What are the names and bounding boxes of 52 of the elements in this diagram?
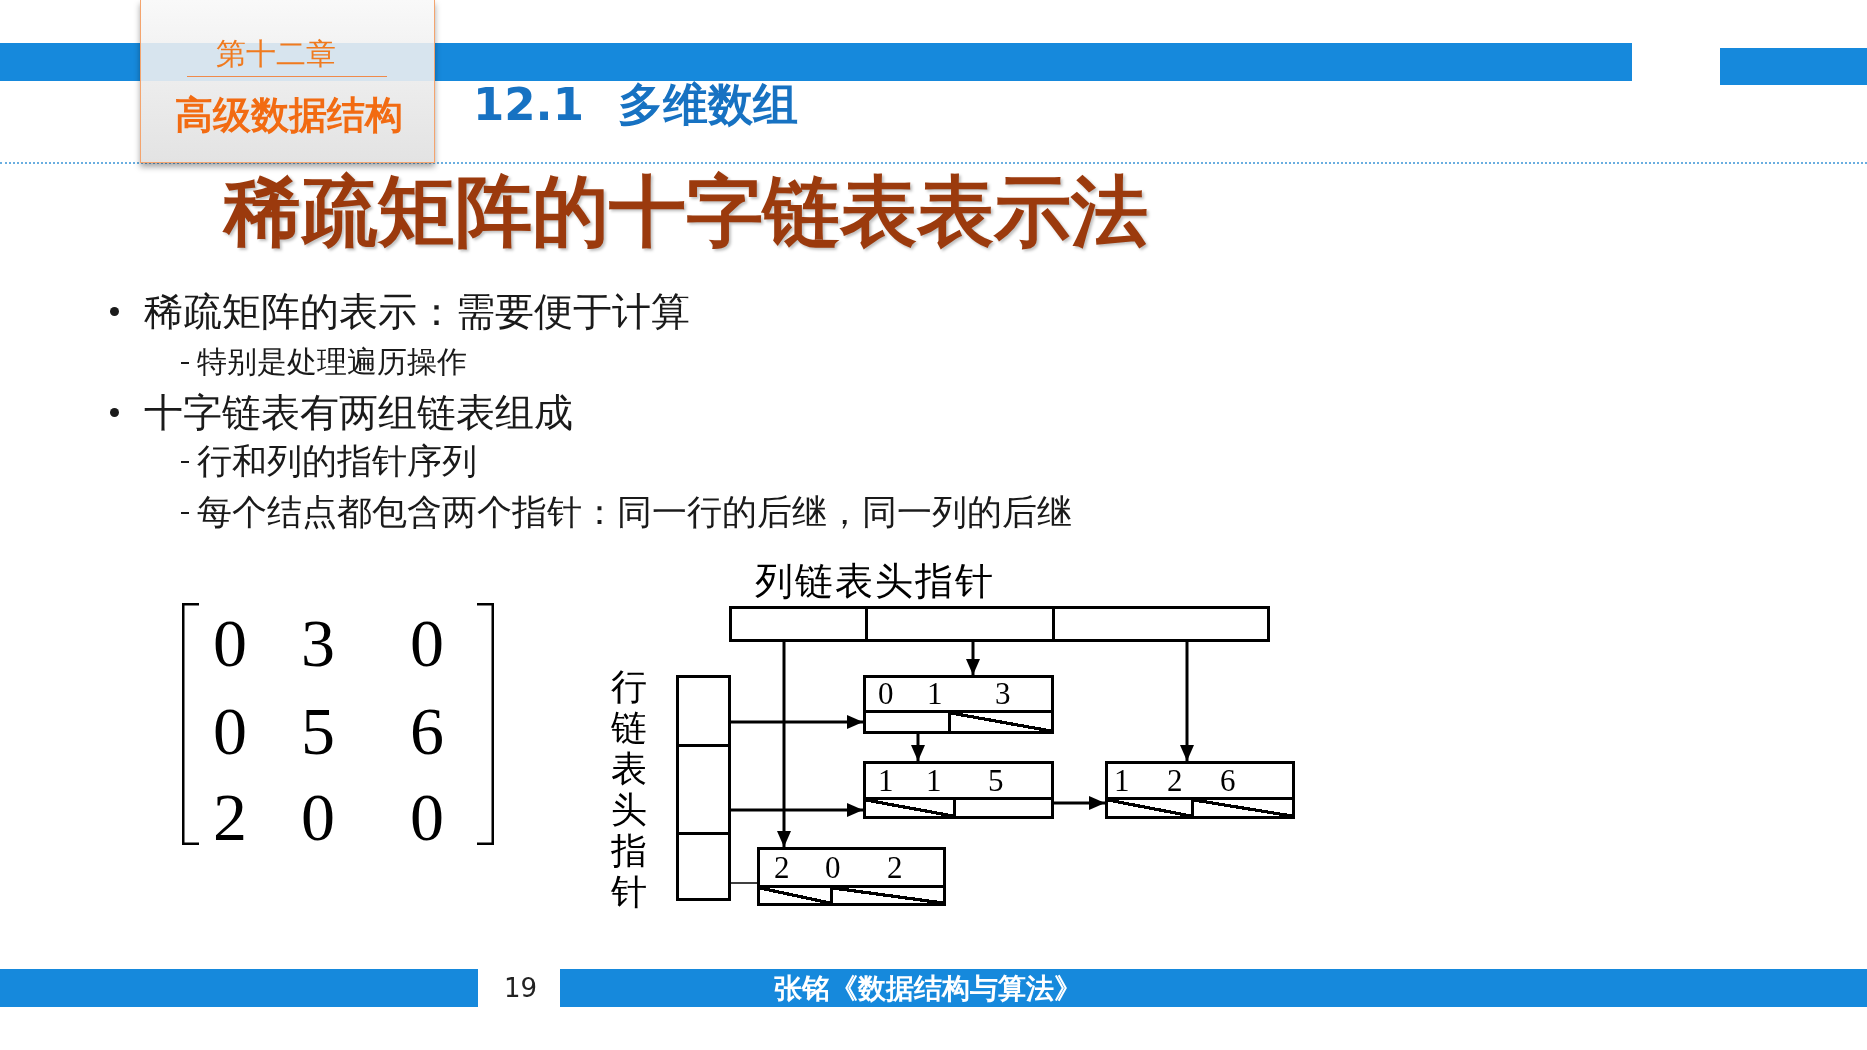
field-value: 5 bbox=[988, 764, 1004, 797]
field-value: 1 bbox=[927, 678, 943, 710]
arrow bbox=[777, 642, 791, 847]
arrow bbox=[731, 715, 863, 729]
array-heading: 列链表头指针 bbox=[755, 560, 995, 602]
chapter-number: 第十二章 bbox=[216, 36, 336, 72]
arrow bbox=[911, 734, 925, 761]
list-node bbox=[1105, 761, 1295, 819]
pointer-cell bbox=[676, 744, 731, 835]
field-value: 2 bbox=[774, 850, 790, 885]
page-number: 19 bbox=[504, 971, 538, 1005]
field-value: 1 bbox=[878, 764, 894, 797]
bullet-item: 稀疏矩阵的表示：需要便于计算 bbox=[144, 287, 690, 336]
pointer-cell bbox=[1052, 606, 1270, 642]
matrix-entry: 5 bbox=[300, 691, 336, 771]
sub-bullet-item: 每个结点都包含两个指针：同一行的后继，同一列的后继 bbox=[197, 491, 1072, 534]
field-value: 3 bbox=[995, 678, 1011, 710]
matrix-entry: 0 bbox=[300, 777, 336, 857]
pointer-cell bbox=[865, 606, 1055, 642]
slide-title: 稀疏矩阵的十字链表表示法 bbox=[224, 166, 1148, 258]
list-node bbox=[757, 847, 946, 906]
bullet-item: 十字链表有两组链表组成 bbox=[144, 388, 573, 437]
matrix-entry: 6 bbox=[409, 691, 445, 771]
field-value: 6 bbox=[1220, 764, 1236, 797]
matrix-entry: 0 bbox=[409, 777, 445, 857]
arrow bbox=[731, 803, 863, 817]
field-value: 2 bbox=[1167, 764, 1183, 797]
arrow bbox=[966, 642, 980, 675]
field-value: 0 bbox=[878, 678, 894, 710]
list-node bbox=[863, 675, 1054, 734]
list-node bbox=[863, 761, 1054, 819]
section-heading: 12.1 多维数组 bbox=[473, 79, 798, 131]
matrix-entry: 0 bbox=[409, 603, 445, 683]
arrow bbox=[1180, 642, 1194, 761]
field-value: 2 bbox=[887, 850, 903, 885]
pointer-cell bbox=[676, 675, 731, 747]
array-heading: 行链表头指针 bbox=[610, 667, 648, 913]
field-value: 0 bbox=[825, 850, 841, 885]
pointer-cell bbox=[729, 606, 868, 642]
matrix-entry: 3 bbox=[300, 603, 336, 683]
matrix-entry: 0 bbox=[212, 603, 248, 683]
field-value: 1 bbox=[926, 764, 942, 797]
footer-text: 张铭《数据结构与算法》 bbox=[774, 970, 1082, 1006]
chapter-title: 高级数据结构 bbox=[175, 93, 403, 137]
pointer-cell bbox=[676, 832, 731, 901]
field-value: 1 bbox=[1114, 764, 1130, 797]
matrix-entry: 0 bbox=[212, 691, 248, 771]
arrow bbox=[1054, 796, 1105, 810]
sub-bullet-item: 特别是处理遍历操作 bbox=[197, 343, 467, 381]
sub-bullet-item: 行和列的指针序列 bbox=[197, 440, 477, 483]
connector-line bbox=[730, 882, 758, 884]
matrix-entry: 2 bbox=[212, 777, 248, 857]
